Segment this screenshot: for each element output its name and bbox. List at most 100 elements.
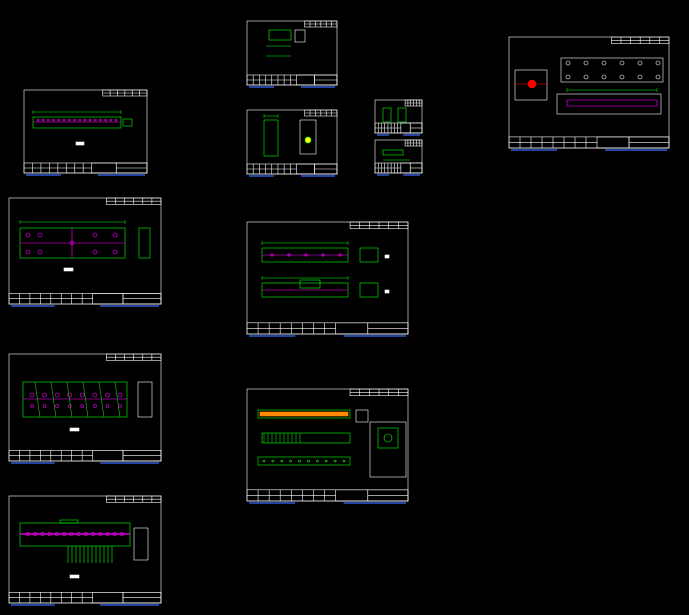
long-rail-hole [298, 459, 301, 463]
long-rail-hole [280, 459, 284, 463]
section-hole [55, 404, 59, 408]
sheet-1[interactable] [23, 89, 148, 176]
sheet-4[interactable] [8, 495, 162, 606]
section-hole [80, 404, 85, 408]
section-hole [105, 404, 110, 408]
sheet-6[interactable] [246, 109, 338, 177]
rail-view-end [359, 247, 379, 263]
top-assy-hole [637, 74, 643, 80]
long-rail-hole [324, 459, 328, 463]
rail-hole [67, 118, 71, 122]
view-label [69, 574, 80, 579]
view-label [384, 289, 390, 294]
rail-hole [109, 118, 113, 122]
rail-view-hole [304, 253, 308, 257]
long-rail-core [259, 411, 349, 417]
long-rail-top [257, 409, 351, 419]
rail-view-hole [270, 253, 274, 257]
long-rail-hole [316, 459, 319, 463]
section-hole [67, 392, 73, 398]
plate-hole [92, 249, 98, 255]
assembly-side-view [133, 527, 149, 561]
section-hole [93, 404, 97, 408]
top-assy-hole [565, 74, 571, 80]
rail-view-hole [338, 253, 342, 257]
section-hole [42, 392, 47, 398]
assembly-hole [54, 531, 60, 537]
top-assy-plan-view [560, 57, 664, 83]
top-assy-hole [565, 60, 571, 66]
title-block-name-cell [400, 162, 411, 174]
long-rail-hole [307, 459, 310, 463]
assembly-hole [33, 531, 38, 537]
sheet-border [246, 109, 338, 175]
plate-hole [112, 249, 118, 255]
sheet-5[interactable] [246, 20, 338, 88]
sheet-10[interactable] [246, 388, 409, 504]
section-outline [22, 381, 128, 418]
cross-section-bore [383, 433, 393, 443]
sheet-3[interactable] [8, 353, 162, 464]
section-hatch [50, 381, 57, 418]
section-hatch [34, 381, 41, 418]
assembly-hole [98, 531, 103, 537]
view-label [69, 427, 80, 432]
plate-hole [37, 249, 43, 255]
plate-hole [69, 240, 75, 246]
rail-hole [62, 118, 66, 122]
section-hatch [114, 381, 121, 418]
mini-detail-part [382, 149, 404, 156]
view-label [63, 267, 74, 272]
plate-hole [112, 232, 118, 238]
sheet-7[interactable] [374, 99, 423, 136]
section-hatch [82, 381, 89, 418]
cross-section-block [377, 427, 399, 449]
title-block-name-cell [296, 163, 315, 175]
assembly-hole [112, 531, 117, 537]
long-rail-hole [262, 459, 266, 463]
rail-hole [114, 118, 118, 122]
long-rail-front [261, 432, 351, 444]
sheet-border [508, 36, 670, 149]
section-hole [79, 392, 85, 398]
sheet-border [8, 197, 162, 305]
assembly-hole [69, 531, 74, 537]
section-hole [42, 404, 47, 408]
section-side-view [137, 381, 153, 418]
rail-view-end [359, 282, 379, 298]
section-hole [29, 392, 35, 398]
rail-view-hole [287, 253, 291, 257]
assembly-hole [25, 531, 31, 537]
section-hole [118, 404, 122, 408]
top-assy-core [566, 99, 658, 107]
top-assy-front-view [556, 93, 662, 115]
section-hole [67, 404, 72, 408]
rail-view-boss [299, 279, 321, 289]
section-hole [117, 392, 123, 398]
section-hatch [66, 381, 73, 418]
sheet-2[interactable] [8, 197, 162, 307]
rail-view-hole [321, 253, 325, 257]
long-rail-hole [342, 459, 346, 463]
detail-box [355, 409, 369, 423]
cross-section-frame [369, 421, 407, 478]
top-assy-hole [655, 60, 661, 66]
rail-hole [41, 118, 45, 122]
top-assy-hole [619, 74, 625, 80]
title-block-name-cell [596, 136, 630, 149]
title-block-name-cell [335, 489, 369, 502]
assembly-hole [40, 531, 45, 537]
rail-hole [99, 118, 102, 122]
long-rail-hole [333, 459, 337, 463]
sheet-8[interactable] [374, 139, 423, 176]
plate-side-view [138, 227, 151, 259]
plate-hole [37, 232, 43, 238]
block-hole [304, 136, 312, 144]
top-assy-hole [583, 74, 589, 80]
title-block-name-cell [335, 322, 369, 335]
top-assy-hole [619, 60, 625, 66]
sheet-9[interactable] [246, 221, 409, 337]
sheet-11[interactable] [508, 36, 670, 151]
view-label [75, 141, 85, 146]
